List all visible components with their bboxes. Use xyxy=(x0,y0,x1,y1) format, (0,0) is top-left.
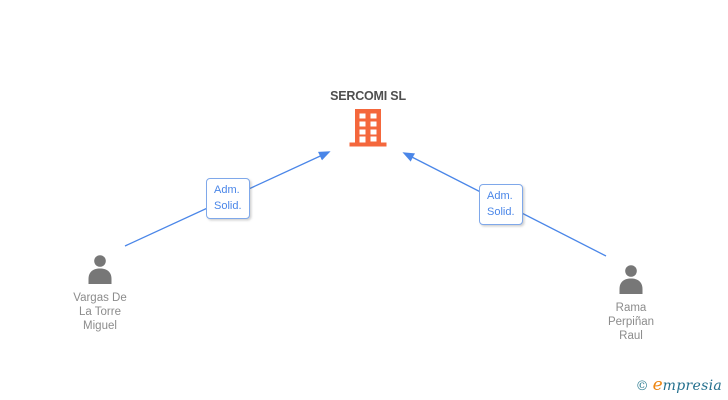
person-node-right[interactable]: Rama Perpiñan Raul xyxy=(571,264,691,343)
person-icon xyxy=(88,255,112,284)
relationship-label-line: Adm. xyxy=(214,184,240,196)
relationship-label-left[interactable]: Adm. Solid. xyxy=(206,178,250,219)
person-name-line: Raul xyxy=(619,330,643,342)
empresia-logo: © empresia xyxy=(636,375,722,395)
person-name-line: Vargas De xyxy=(73,292,127,304)
building-icon xyxy=(349,109,387,147)
person-name-line: Rama xyxy=(615,302,647,314)
copyright-icon: © xyxy=(635,379,649,394)
brand-name: empresia xyxy=(652,375,722,395)
person-icon xyxy=(619,265,643,294)
person-name-right: Rama Perpiñan Raul xyxy=(608,301,654,343)
company-node[interactable]: SERCOMI SL xyxy=(288,89,448,148)
relationship-label-right[interactable]: Adm. Solid. xyxy=(479,184,523,225)
person-name-left: Vargas De La Torre Miguel xyxy=(73,291,126,333)
relationship-label-line: Solid. xyxy=(487,206,515,218)
person-name-line: La Torre xyxy=(79,306,121,318)
relationship-label-line: Adm. xyxy=(487,190,513,202)
person-name-line: Perpiñan xyxy=(607,316,655,328)
relationship-label-line: Solid. xyxy=(214,200,242,212)
person-name-line: Miguel xyxy=(83,320,117,332)
company-name[interactable]: SERCOMI SL xyxy=(330,89,406,103)
person-node-left[interactable]: Vargas De La Torre Miguel xyxy=(40,254,160,333)
